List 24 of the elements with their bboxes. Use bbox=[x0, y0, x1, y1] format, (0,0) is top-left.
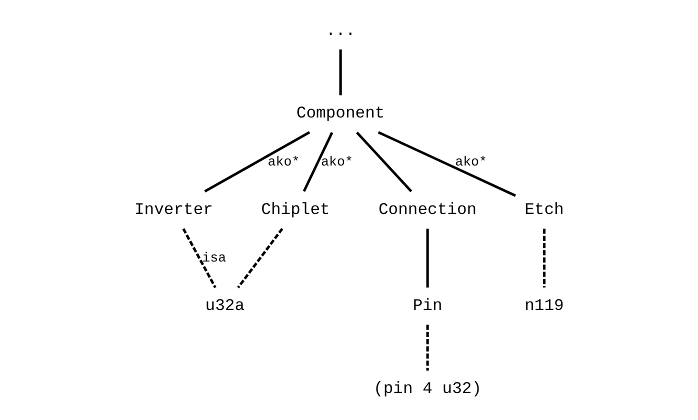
node-text: ... bbox=[326, 20, 356, 40]
node-text: Pin bbox=[412, 296, 442, 316]
node-text: Component bbox=[296, 104, 385, 123]
connector bbox=[339, 49, 342, 96]
node-text: Inverter bbox=[134, 200, 213, 219]
edge-label: isa bbox=[202, 250, 226, 266]
node-text: n119 bbox=[524, 296, 564, 316]
node-text: (pin 4 u32) bbox=[374, 379, 482, 398]
connector bbox=[204, 131, 310, 193]
node-text: Chiplet bbox=[261, 200, 330, 219]
connector bbox=[237, 228, 284, 288]
connector bbox=[426, 228, 429, 288]
connector bbox=[356, 132, 412, 192]
edge-label: ako* bbox=[268, 154, 300, 170]
connector bbox=[302, 132, 334, 192]
connector bbox=[426, 324, 429, 371]
connector bbox=[378, 131, 516, 197]
node-text: u32a bbox=[205, 296, 245, 316]
node-text: Etch bbox=[524, 200, 564, 219]
connector bbox=[182, 228, 216, 288]
node-text: Connection bbox=[378, 200, 477, 219]
edge-label: ako* bbox=[455, 154, 488, 170]
edge-label: ako* bbox=[321, 154, 353, 170]
connector bbox=[542, 228, 546, 288]
